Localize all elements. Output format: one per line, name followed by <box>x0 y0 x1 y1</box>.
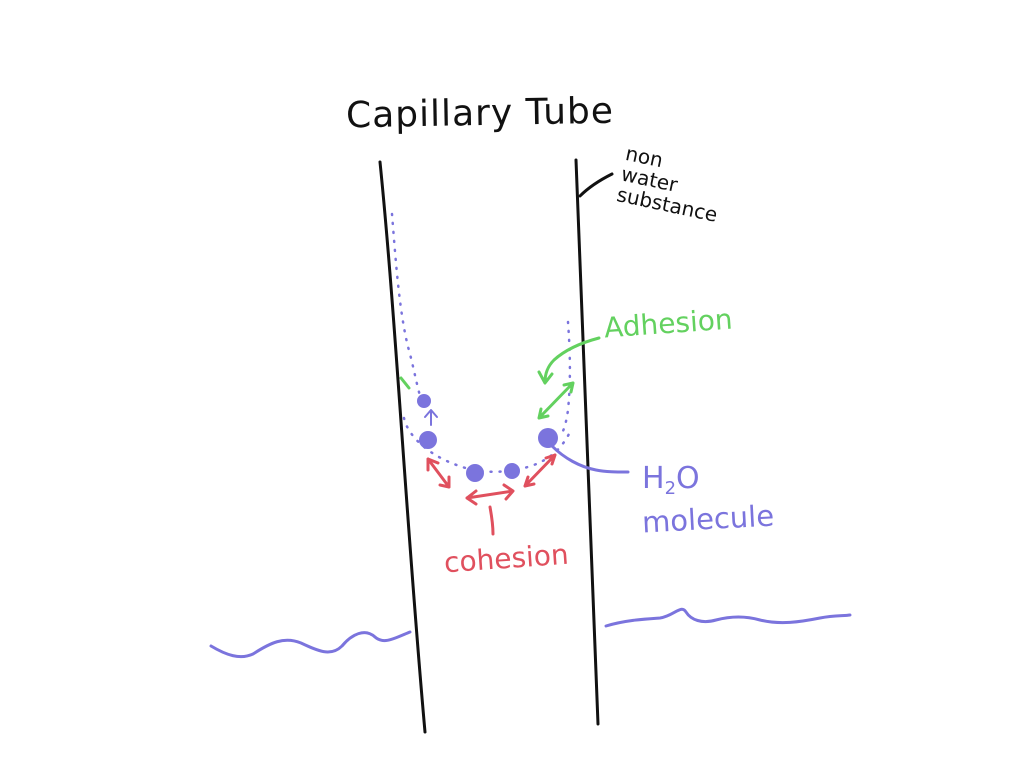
molecule-bottom-left <box>466 464 484 482</box>
molecule-mid-right <box>538 428 558 448</box>
h2o-subscript: 2 <box>664 478 677 499</box>
cohesion-arrow-right-icon <box>523 453 557 488</box>
h2o-o: O <box>676 461 700 496</box>
adhesion-mark-left <box>399 376 411 390</box>
molecule-label: molecule <box>641 498 775 540</box>
h2o-label: H2O <box>642 464 700 498</box>
cohesion-label: cohesion <box>442 537 570 580</box>
wall-pointer-line <box>578 172 614 198</box>
diagram-title: Capillary Tube <box>345 90 615 137</box>
molecule-top-left <box>417 394 431 408</box>
water-surface-right <box>604 607 852 628</box>
meniscus-right-dots <box>558 320 572 439</box>
upward-arrow-icon <box>424 409 438 426</box>
tube-wall-left <box>378 160 427 734</box>
adhesion-double-arrow-icon <box>537 381 575 420</box>
h2o-pointer-line <box>550 444 630 474</box>
cohesion-arrow-left-icon <box>426 457 451 489</box>
molecule-mid-left <box>419 431 437 449</box>
adhesion-curve-arrow-icon <box>537 336 601 385</box>
cohesion-arrow-center-icon <box>465 483 515 506</box>
h2o-h: H <box>642 461 665 496</box>
water-surface-left <box>209 630 412 659</box>
tube-wall-right <box>574 158 600 726</box>
cohesion-pointer-line <box>488 505 495 536</box>
molecule-bottom-right <box>504 463 520 479</box>
